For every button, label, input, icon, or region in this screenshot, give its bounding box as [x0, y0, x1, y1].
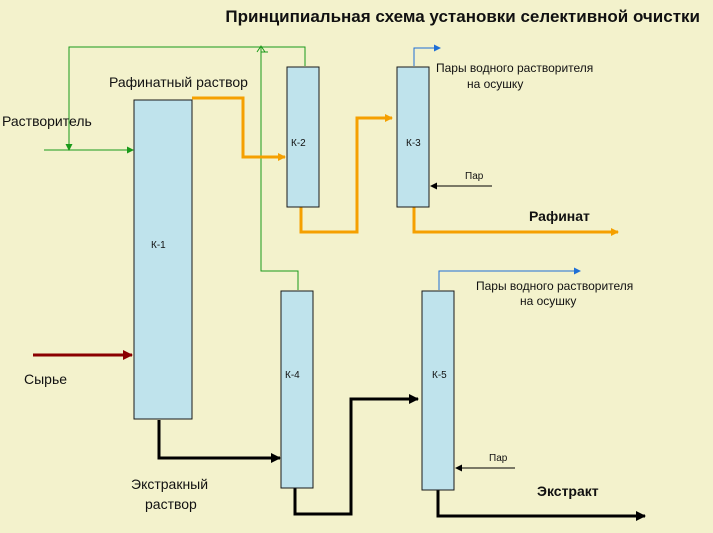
steam-stream — [430, 182, 515, 472]
column-k2[interactable]: К-2 — [286, 66, 320, 208]
column-k4[interactable]: К-4 — [280, 290, 314, 489]
vapor-k3-line — [413, 44, 441, 66]
solvent-label: Растворитель — [2, 113, 92, 129]
vapor-stream — [413, 44, 581, 290]
k2-to-k3-line — [299, 114, 393, 234]
extract-solution-label-2: раствор — [145, 496, 197, 512]
vapors-k3-label-2: на осушку — [467, 77, 523, 91]
extract-product-line — [436, 490, 646, 521]
column-k2-body — [286, 66, 320, 208]
column-k1[interactable]: К-1 — [133, 99, 193, 420]
steam-k5-label: Пар — [489, 453, 508, 464]
vapors-k5-label-1: Пары водного растворителя — [476, 279, 633, 293]
raffinate-product-label: Рафинат — [529, 208, 590, 224]
column-k5[interactable]: К-5 — [421, 290, 455, 491]
raffinate-product-line — [412, 207, 619, 236]
column-k4-body — [280, 290, 314, 489]
raffinate-solution-label: Рафинатный раствор — [109, 74, 248, 90]
column-k3[interactable]: К-3 — [396, 66, 430, 208]
vapor-k5-line — [438, 267, 581, 290]
extract-stream — [157, 394, 646, 521]
column-k5-body — [421, 290, 455, 491]
column-k1-label: К-1 — [151, 240, 166, 251]
column-k3-label: К-3 — [406, 138, 421, 149]
raffinate-stream — [192, 96, 619, 236]
raffinate-solution-line — [192, 96, 286, 161]
k4-to-k5-line — [293, 394, 419, 516]
column-k1-body — [133, 99, 193, 420]
solvent-stream — [44, 45, 306, 290]
extract-solution-line — [157, 420, 281, 463]
extract-solution-label-1: Экстракный — [131, 476, 208, 492]
column-k4-label: К-4 — [285, 370, 300, 381]
column-k3-body — [396, 66, 430, 208]
solvent-up-arrowhead — [256, 45, 266, 53]
steam-k3-label: Пар — [465, 171, 484, 182]
feed-label: Сырье — [24, 371, 67, 387]
solvent-to-k4-line — [260, 52, 299, 290]
extract-product-label: Экстракт — [537, 483, 599, 499]
column-k2-label: К-2 — [291, 138, 306, 149]
column-k5-label: К-5 — [432, 370, 447, 381]
vapors-k5-label-2: на осушку — [520, 294, 576, 308]
diagram-title: Принципиальная схема установки селективн… — [225, 7, 700, 26]
vapors-k3-label-1: Пары водного растворителя — [436, 61, 593, 75]
